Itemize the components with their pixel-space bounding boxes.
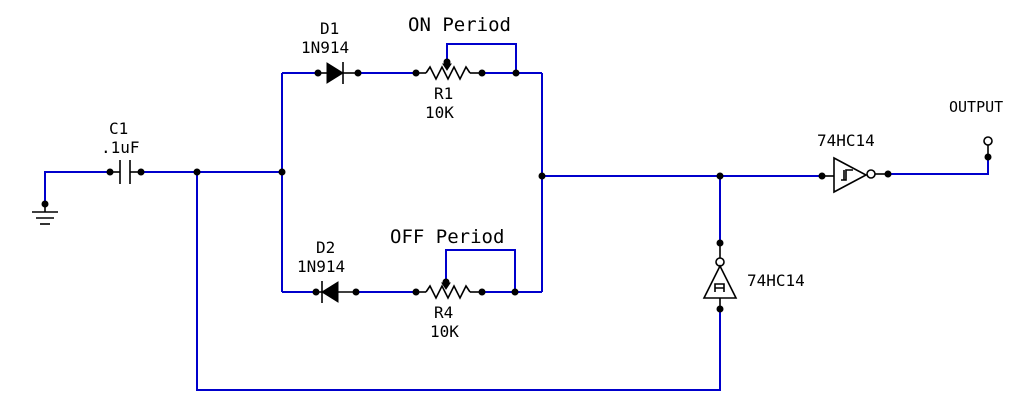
wire-feedback-loop [196, 172, 721, 391]
wire-r1-wiper [446, 43, 517, 73]
r4-ref-label: R4 [434, 303, 453, 322]
junction-dot [716, 172, 724, 180]
pin-dot [443, 58, 451, 66]
u1-part-label: 74HC14 [817, 131, 875, 150]
pin-dot [716, 239, 724, 247]
pin-dot [818, 172, 826, 180]
diode-d1 [318, 62, 358, 84]
c1-value-label: .1uF [101, 138, 140, 157]
pin-dot [106, 168, 114, 176]
u2-part-label: 74HC14 [747, 271, 805, 290]
junction-dots [41, 58, 992, 313]
junction-dot [193, 168, 201, 176]
potentiometer-r4 [416, 282, 482, 300]
r1-value-label: 10K [425, 103, 454, 122]
output-label: OUTPUT [949, 98, 1003, 116]
junction-dot [512, 69, 520, 77]
r4-value-label: 10K [430, 322, 459, 341]
d1-ref-label: D1 [320, 19, 339, 38]
pin-dot [314, 69, 322, 77]
pin-dot [412, 69, 420, 77]
pin-dot [478, 288, 486, 296]
off-period-label: OFF Period [390, 226, 504, 248]
diode-d2 [316, 281, 356, 303]
junction-dot [278, 168, 286, 176]
pin-dot [716, 305, 724, 313]
d2-ref-label: D2 [316, 238, 335, 257]
wire-r4-wiper [445, 249, 516, 292]
pin-dot [41, 200, 49, 208]
capacitor-c1 [110, 160, 141, 184]
pin-dot [352, 288, 360, 296]
pin-dot [984, 153, 992, 161]
schmitt-inverter-u1 [822, 156, 888, 194]
pin-dot [137, 168, 145, 176]
schmitt-symbol-icon [841, 169, 853, 181]
r1-ref-label: R1 [434, 84, 453, 103]
d1-value-label: 1N914 [301, 38, 349, 57]
schmitt-inverter-u2 [702, 243, 738, 309]
pin-dot [412, 288, 420, 296]
pin-dot [312, 288, 320, 296]
pin-dot [884, 170, 892, 178]
pin-dot [354, 69, 362, 77]
junction-dot [538, 172, 546, 180]
schmitt-symbol-icon [714, 283, 725, 292]
wire-to-output [888, 157, 989, 175]
on-period-label: ON Period [408, 14, 511, 36]
wires [44, 43, 989, 391]
pin-dot [442, 278, 450, 286]
output-terminal-icon [983, 136, 993, 146]
junction-dot [511, 288, 519, 296]
wire-ground-to-c1 [44, 171, 110, 204]
pin-dot [478, 69, 486, 77]
d2-value-label: 1N914 [297, 257, 345, 276]
c1-ref-label: C1 [109, 119, 128, 138]
